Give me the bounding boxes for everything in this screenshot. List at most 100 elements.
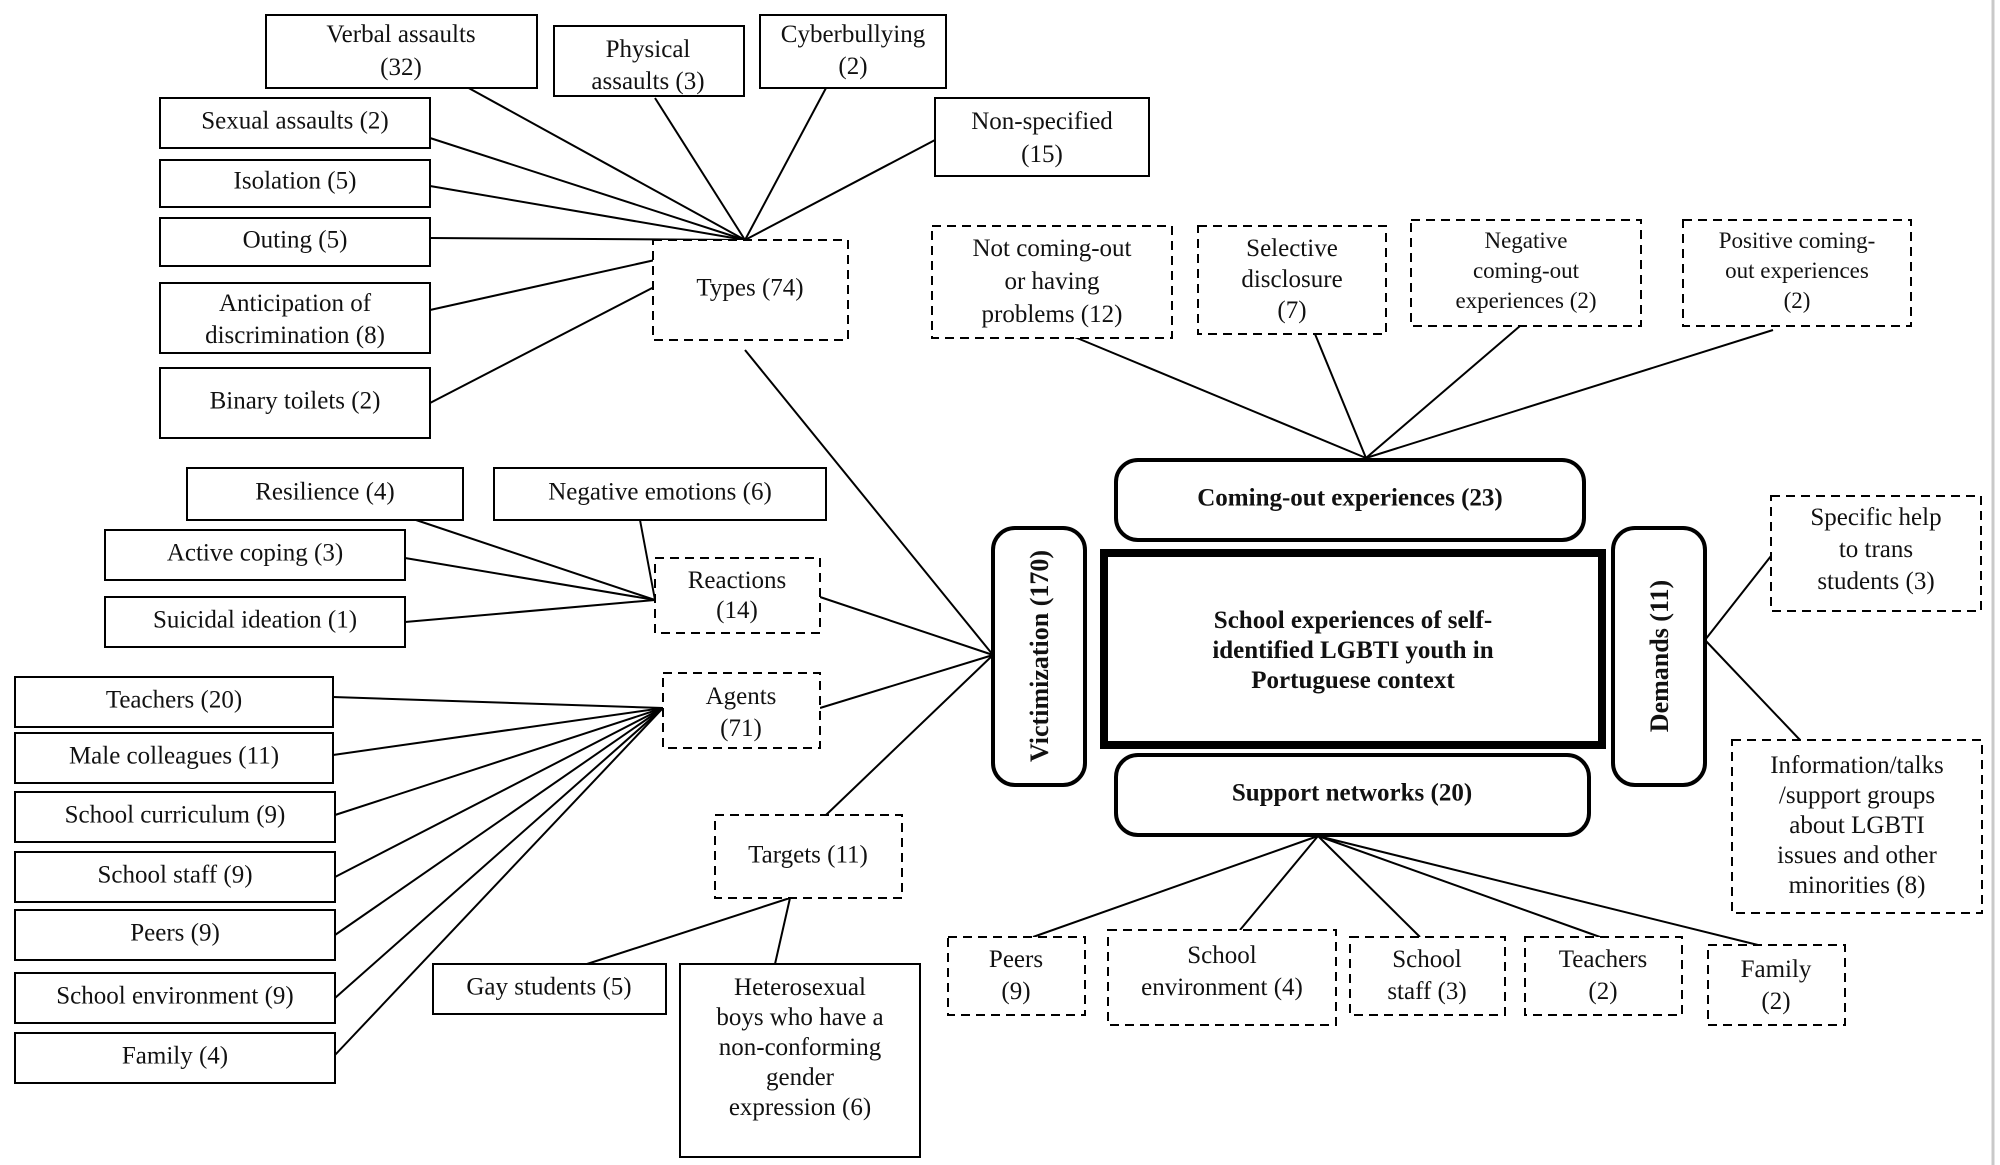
svg-text:gender: gender	[766, 1064, 835, 1091]
theme-victimization: Victimization (170)	[991, 526, 1087, 787]
svg-text:Family (4): Family (4)	[122, 1043, 228, 1070]
svg-text:(9): (9)	[1001, 978, 1030, 1005]
sub-types: Types (74)	[652, 239, 849, 341]
coming-out-negative: Negative coming-out experiences (2)	[1410, 219, 1642, 327]
svg-text:(7): (7)	[1277, 297, 1306, 324]
svg-text:(2): (2)	[1588, 978, 1617, 1005]
svg-text:problems (12): problems (12)	[982, 301, 1123, 328]
svg-text:to trans: to trans	[1839, 536, 1913, 563]
coming-out-selective: Selective disclosure (7)	[1197, 225, 1387, 335]
svg-text:Non-specified: Non-specified	[971, 108, 1113, 135]
svg-text:Active coping (3): Active coping (3)	[167, 540, 343, 567]
svg-text:Targets (11): Targets (11)	[748, 842, 868, 869]
svg-text:about LGBTI: about LGBTI	[1789, 812, 1924, 839]
agents-school-environment: School environment (9)	[14, 972, 336, 1024]
center-node: School experiences of self- identified L…	[1100, 549, 1606, 749]
center-line-1: School experiences of self-	[1214, 607, 1492, 634]
coming-out-not: Not coming-out or having problems (12)	[931, 225, 1173, 339]
svg-text:or having: or having	[1004, 268, 1100, 295]
svg-text:(15): (15)	[1021, 141, 1063, 168]
support-school-staff: School staff (3)	[1349, 936, 1506, 1016]
svg-text:assaults (3): assaults (3)	[591, 68, 704, 95]
svg-text:Agents: Agents	[706, 683, 777, 710]
targets-heterosexual-boys: Heterosexual boys who have a non-conform…	[679, 963, 921, 1158]
svg-text:Peers (9): Peers (9)	[130, 920, 220, 947]
sub-reactions: Reactions (14)	[654, 557, 821, 634]
svg-text:Information/talks: Information/talks	[1770, 752, 1944, 779]
svg-text:School: School	[1187, 942, 1257, 969]
svg-text:Suicidal ideation (1): Suicidal ideation (1)	[153, 607, 357, 634]
svg-text:(14): (14)	[716, 597, 758, 624]
agents-school-curriculum: School curriculum (9)	[14, 791, 336, 843]
svg-text:Selective: Selective	[1246, 235, 1338, 262]
theme-coming-out: Coming-out experiences (23)	[1114, 458, 1586, 542]
svg-text:Teachers (20): Teachers (20)	[106, 687, 242, 714]
svg-text:(2): (2)	[838, 53, 867, 80]
targets-gay-students: Gay students (5)	[432, 963, 667, 1015]
reactions-resilience: Resilience (4)	[186, 467, 464, 521]
svg-text:/support groups: /support groups	[1779, 782, 1935, 809]
svg-text:Negative: Negative	[1484, 228, 1567, 253]
svg-text:Teachers: Teachers	[1559, 946, 1647, 973]
center-line-2: identified LGBTI youth in	[1212, 637, 1493, 664]
reactions-suicidal-ideation: Suicidal ideation (1)	[104, 596, 406, 648]
svg-text:minorities (8): minorities (8)	[1789, 872, 1926, 899]
agents-peers: Peers (9)	[14, 909, 336, 961]
types-isolation: Isolation (5)	[159, 159, 431, 208]
center-line-3: Portuguese context	[1251, 667, 1455, 694]
svg-text:Gay students (5): Gay students (5)	[466, 974, 631, 1001]
svg-text:expression (6): expression (6)	[729, 1094, 871, 1121]
svg-text:School environment (9): School environment (9)	[56, 983, 293, 1010]
svg-text:Binary toilets (2): Binary toilets (2)	[210, 388, 381, 415]
svg-text:(2): (2)	[1784, 288, 1811, 313]
svg-text:Outing (5): Outing (5)	[243, 227, 348, 254]
types-cyberbullying: Cyberbullying (2)	[759, 14, 947, 89]
coming-out-label: Coming-out experiences (23)	[1197, 485, 1503, 512]
theme-support: Support networks (20)	[1114, 753, 1591, 837]
svg-text:discrimination (8): discrimination (8)	[205, 322, 385, 349]
demands-information: Information/talks /support groups about …	[1731, 739, 1983, 914]
types-binary-toilets: Binary toilets (2)	[159, 367, 431, 439]
demands-label: Demands (11)	[1645, 580, 1674, 732]
svg-text:boys who have a: boys who have a	[716, 1004, 883, 1031]
svg-text:environment (4): environment (4)	[1141, 974, 1303, 1001]
svg-text:Positive coming-: Positive coming-	[1719, 228, 1876, 253]
types-sexual-assaults: Sexual assaults (2)	[159, 97, 431, 149]
svg-text:non-conforming: non-conforming	[719, 1034, 882, 1061]
svg-text:Types (74): Types (74)	[696, 275, 803, 302]
reactions-active-coping: Active coping (3)	[104, 529, 406, 581]
theme-demands: Demands (11)	[1611, 526, 1707, 787]
svg-text:Sexual assaults (2): Sexual assaults (2)	[201, 108, 388, 135]
svg-text:staff (3): staff (3)	[1387, 978, 1466, 1005]
svg-text:Resilience (4): Resilience (4)	[255, 479, 395, 506]
svg-text:Verbal assaults: Verbal assaults	[326, 21, 475, 48]
reactions-negative-emotions: Negative emotions (6)	[493, 467, 827, 521]
sub-targets: Targets (11)	[714, 814, 903, 899]
svg-text:experiences (2): experiences (2)	[1455, 288, 1596, 313]
support-label: Support networks (20)	[1232, 780, 1472, 807]
sub-agents: Agents (71)	[662, 672, 821, 749]
svg-text:Reactions: Reactions	[688, 567, 787, 594]
coming-out-positive: Positive coming- out experiences (2)	[1682, 219, 1912, 327]
svg-text:Anticipation of: Anticipation of	[219, 290, 372, 317]
svg-text:(71): (71)	[720, 715, 762, 742]
types-non-specified: Non-specified (15)	[934, 97, 1150, 177]
agents-male-colleagues: Male colleagues (11)	[14, 732, 334, 784]
demands-trans-help: Specific help to trans students (3)	[1770, 495, 1982, 612]
svg-text:Cyberbullying: Cyberbullying	[781, 21, 926, 48]
svg-text:School: School	[1392, 946, 1462, 973]
svg-text:(32): (32)	[380, 54, 422, 81]
types-outing: Outing (5)	[159, 217, 431, 267]
svg-text:Negative emotions (6): Negative emotions (6)	[548, 479, 772, 506]
agents-family: Family (4)	[14, 1032, 336, 1084]
types-physical-assaults: Physical assaults (3)	[553, 25, 745, 97]
svg-text:issues and other: issues and other	[1777, 842, 1937, 869]
svg-text:Not coming-out: Not coming-out	[972, 235, 1131, 262]
svg-text:out experiences: out experiences	[1725, 258, 1869, 283]
connector-lines	[86, 85, 1801, 1056]
support-peers: Peers (9)	[947, 936, 1086, 1016]
svg-text:(2): (2)	[1761, 988, 1790, 1015]
support-family: Family (2)	[1707, 944, 1846, 1026]
svg-text:Heterosexual: Heterosexual	[734, 974, 866, 1001]
agents-teachers: Teachers (20)	[14, 676, 334, 728]
